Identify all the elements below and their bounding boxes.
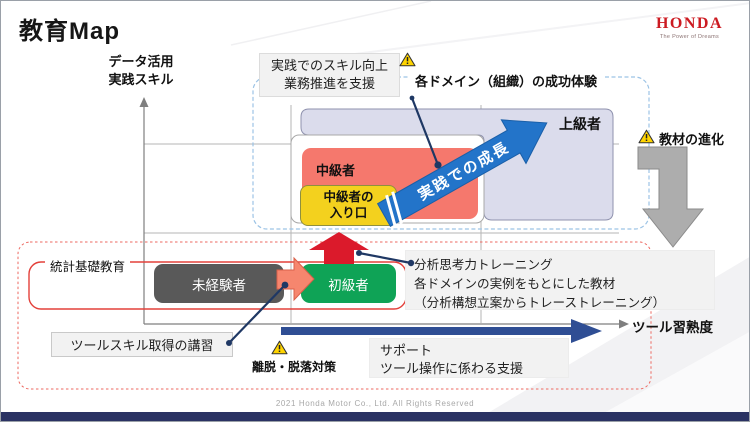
- x-axis-label: ツール習熟度: [632, 320, 713, 335]
- box-advanced-label: 上級者: [559, 116, 601, 132]
- dropout-label: 離脱・脱落対策: [251, 360, 336, 374]
- y-axis-label: データ活用 実践スキル: [108, 54, 174, 87]
- honda-tagline: The Power of Dreams: [659, 34, 720, 40]
- honda-wordmark: HONDA: [655, 15, 723, 32]
- box-beginner: 初級者: [301, 264, 396, 303]
- domain-success-label: 各ドメイン（組織）の成功体験: [409, 70, 604, 91]
- material-evolution-label: 教材の進化: [659, 132, 725, 147]
- box-inexperienced: 未経験者: [154, 264, 284, 303]
- footer-copyright: 2021 Honda Motor Co., Ltd. All Rights Re…: [275, 399, 475, 408]
- honda-logo: HONDA The Power of Dreams: [655, 15, 723, 41]
- y-axis-arrowhead: [139, 97, 149, 107]
- background-decoration: [230, 1, 432, 46]
- stats-basic-label: 統計基礎教育: [45, 256, 131, 275]
- callout-tool-training: ツールスキル取得の講習: [51, 332, 233, 357]
- box-intermediate-entry: 中級者の 入り口: [300, 185, 397, 226]
- background-decoration: [589, 332, 749, 421]
- x-axis-arrowhead: [619, 319, 629, 329]
- warning-icon-dropout: [271, 340, 288, 355]
- warning-icon-domain-success: [399, 52, 416, 67]
- warning-icon-material-evolution: [638, 129, 655, 144]
- callout-analysis-training: 分析思考力トレーニング 各ドメインの実例をもとにした教材 （分析構想立案からトレ…: [405, 250, 715, 310]
- background-decoration: [300, 2, 749, 62]
- bottom-accent-bar: [1, 412, 749, 421]
- box-intermediate-label: 中級者: [316, 163, 356, 178]
- callout-support: サポート ツール操作に係わる支援: [369, 338, 569, 378]
- callout-practice-support: 実践でのスキル向上 業務推進を支援: [259, 53, 400, 97]
- page-title: 教育Map: [19, 18, 120, 45]
